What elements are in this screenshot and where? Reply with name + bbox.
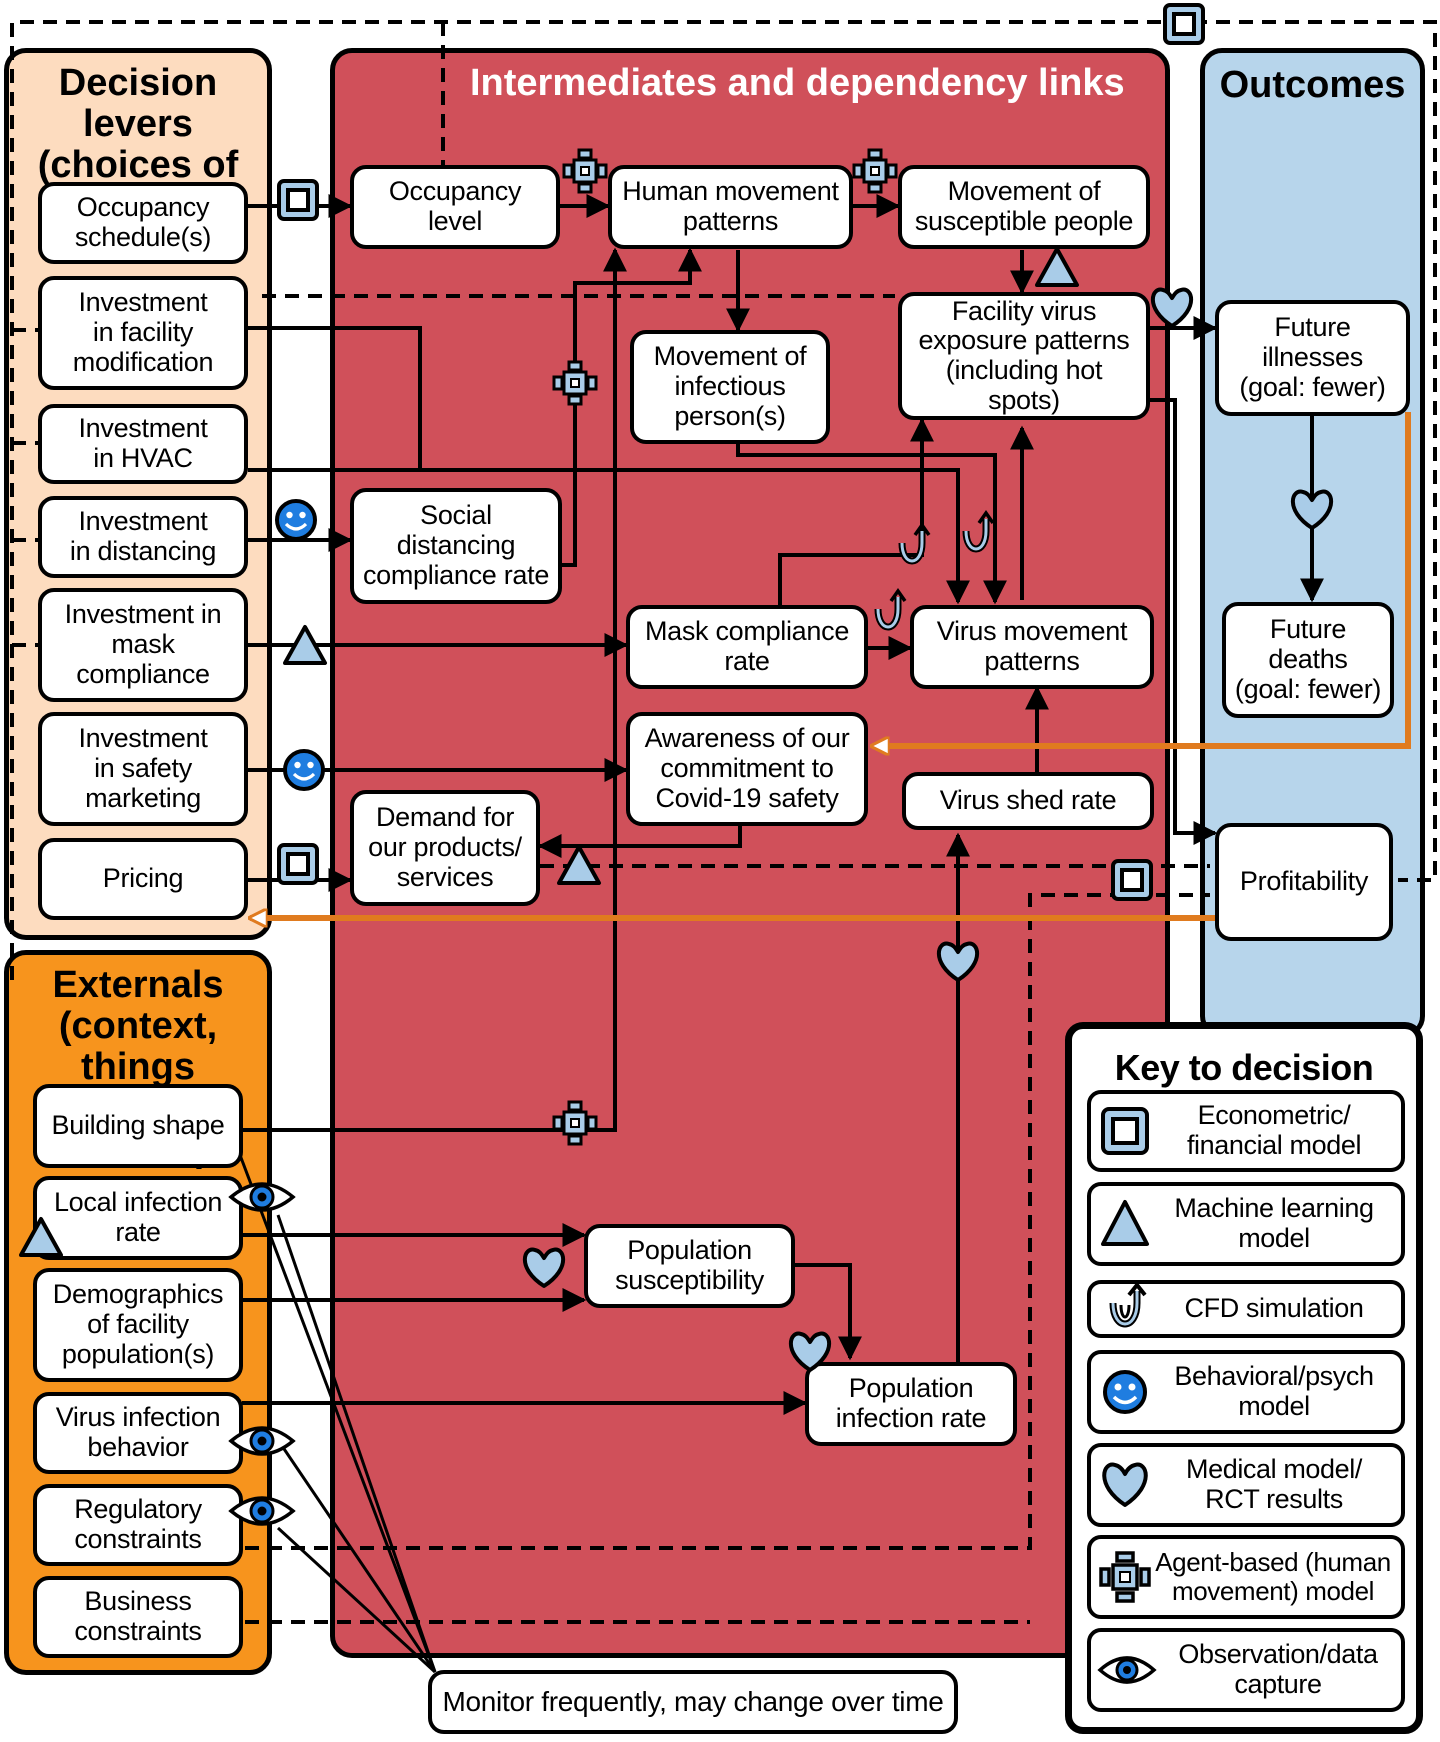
lever-distancing: Investment in distancing — [38, 496, 248, 578]
square-icon — [277, 179, 319, 221]
feedback-arrows — [250, 412, 1411, 918]
key-label-behavioral: Behavioral/psych model — [1174, 1361, 1374, 1421]
square-icon — [1111, 859, 1153, 901]
node-awareness: Awareness of our commitment to Covid-19 … — [626, 712, 868, 826]
agent-icon — [562, 148, 608, 194]
smiley-icon — [1103, 1370, 1147, 1414]
key-item-cfd: CFD simulation — [1087, 1280, 1405, 1338]
smiley-icon — [283, 749, 325, 791]
key-item-observation: Observation/data capture — [1087, 1628, 1405, 1712]
dependency-links — [242, 194, 1324, 1415]
outcome-future-deaths: Future deaths (goal: fewer) — [1222, 602, 1394, 718]
outcome-profitability: Profitability — [1215, 823, 1393, 941]
key-label-agent-based: Agent-based (human movement) model — [1155, 1547, 1391, 1606]
cfd-icon — [874, 587, 907, 631]
key-label-medical: Medical model/ RCT results — [1186, 1454, 1362, 1514]
node-occupancy-level: Occupancy level — [350, 165, 560, 249]
node-virus-shed-rate: Virus shed rate — [902, 772, 1154, 830]
smiley-icon — [275, 499, 317, 541]
external-regulatory-constraints: Regulatory constraints — [33, 1484, 243, 1566]
monitor-lines — [238, 1154, 437, 1674]
node-human-movement: Human movement patterns — [608, 165, 853, 249]
cfd-icon — [1109, 1281, 1147, 1328]
triangle-icon — [1101, 1200, 1149, 1246]
lever-facility-modification: Investment in facility modification — [38, 276, 248, 390]
lever-safety-marketing: Investment in safety marketing — [38, 712, 248, 826]
outcomes-title: Outcomes — [1219, 64, 1406, 106]
agent-icon — [552, 1100, 598, 1146]
heart-icon — [1102, 1462, 1148, 1507]
key-item-agent-based: Agent-based (human movement) model — [1087, 1535, 1405, 1619]
square-icon — [1163, 3, 1205, 45]
lever-pricing: Pricing — [38, 838, 248, 920]
monitor-note: Monitor frequently, may change over time — [428, 1670, 958, 1734]
node-facility-exposure: Facility virus exposure patterns (includ… — [898, 292, 1150, 420]
lever-occupancy-schedule: Occupancy schedule(s) — [38, 182, 248, 264]
node-mask-compliance: Mask compliance rate — [626, 605, 868, 689]
node-population-susceptibility: Population susceptibility — [584, 1224, 795, 1308]
outcome-future-illnesses: Future illnesses (goal: fewer) — [1215, 300, 1410, 416]
heart-icon — [789, 1331, 831, 1372]
node-demand: Demand for our products/ services — [350, 790, 540, 906]
key-item-medical: Medical model/ RCT results — [1087, 1443, 1405, 1527]
lever-hvac: Investment in HVAC — [38, 404, 248, 484]
triangle-icon — [283, 625, 327, 665]
agent-icon — [552, 360, 598, 406]
external-business-constraints: Business constraints — [33, 1576, 243, 1658]
key-label-econometric: Econometric/ financial model — [1186, 1100, 1362, 1160]
intermediates-title: Intermediates and dependency links — [470, 62, 1125, 104]
node-virus-movement: Virus movement patterns — [910, 605, 1154, 689]
node-population-infection-rate: Population infection rate — [805, 1362, 1017, 1446]
key-label-observation: Observation/data capture — [1178, 1639, 1378, 1699]
key-item-machine-learning: Machine learning model — [1087, 1182, 1405, 1266]
key-label-machine-learning: Machine learning model — [1174, 1193, 1374, 1253]
external-demographics: Demographics of facility population(s) — [33, 1268, 243, 1382]
external-virus-infection-behavior: Virus infection behavior — [33, 1392, 243, 1474]
cfd-icon — [898, 521, 931, 565]
dashed-regulatory-frame — [10, 20, 1437, 1624]
eye-icon — [228, 1182, 296, 1212]
square-icon — [1101, 1107, 1149, 1155]
square-icon — [277, 843, 319, 885]
node-movement-susceptible: Movement of susceptible people — [898, 165, 1150, 249]
external-building-shape: Building shape — [33, 1084, 243, 1168]
triangle-icon — [557, 845, 601, 885]
heart-icon — [1291, 489, 1333, 530]
lever-mask-compliance: Investment in mask compliance — [38, 588, 248, 702]
key-item-behavioral: Behavioral/psych model — [1087, 1350, 1405, 1434]
eye-icon — [1097, 1656, 1157, 1684]
triangle-icon — [1035, 247, 1079, 287]
key-item-econometric: Econometric/ financial model — [1087, 1090, 1405, 1172]
eye-icon — [228, 1426, 296, 1456]
heart-icon — [1151, 287, 1193, 328]
eye-icon — [228, 1496, 296, 1526]
agent-icon — [1099, 1551, 1151, 1603]
external-local-infection-rate: Local infection rate — [33, 1176, 243, 1260]
cfd-icon — [962, 509, 995, 553]
heart-icon — [523, 1247, 565, 1288]
node-social-distancing: Social distancing compliance rate — [350, 488, 562, 604]
node-movement-infectious: Movement of infectious person(s) — [630, 330, 830, 444]
key-label-cfd: CFD simulation — [1184, 1293, 1364, 1324]
heart-icon — [937, 941, 979, 982]
triangle-icon — [19, 1217, 63, 1257]
agent-icon — [852, 148, 898, 194]
